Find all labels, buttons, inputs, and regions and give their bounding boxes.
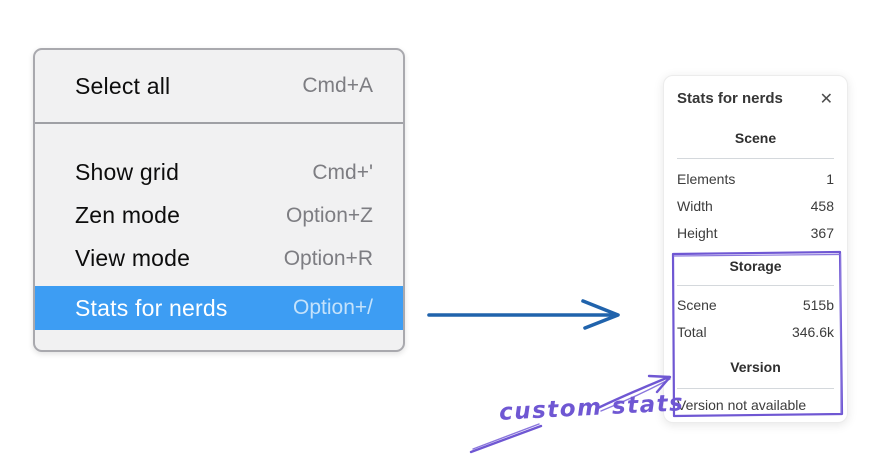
stats-panel-title: Stats for nerds	[677, 90, 783, 107]
stat-row-scene-storage: Scene 515b	[677, 291, 834, 318]
stat-row-width: Width 458	[677, 192, 834, 219]
menu-item-shortcut: Cmd+'	[312, 160, 373, 184]
scene-section-rows: Elements 1 Width 458 Height 367	[677, 165, 834, 246]
menu-item-select-all[interactable]: Select all Cmd+A	[35, 50, 403, 122]
close-icon[interactable]: ✕	[819, 88, 833, 108]
context-menu: Select all Cmd+A Show grid Cmd+' Zen mod…	[33, 48, 405, 352]
menu-item-label: View mode	[75, 245, 191, 271]
stat-value: 515b	[802, 296, 834, 313]
menu-item-shortcut: Option+R	[283, 246, 373, 270]
stats-panel: Stats for nerds ✕ Scene Elements 1 Width…	[663, 75, 848, 423]
stat-label: Elements	[677, 170, 736, 187]
stat-value: 458	[810, 197, 834, 214]
stat-label: Height	[677, 224, 718, 241]
section-divider	[677, 388, 834, 389]
menu-divider	[35, 122, 403, 124]
stat-value: 367	[810, 224, 834, 241]
stat-value: 1	[826, 170, 834, 187]
menu-item-stats-for-nerds[interactable]: Stats for nerds Option+/	[35, 286, 403, 330]
storage-section-header: Storage	[729, 258, 782, 274]
stat-value: 346.6k	[791, 323, 834, 340]
menu-item-zen-mode[interactable]: Zen mode Option+Z	[35, 194, 403, 237]
stat-label: Total	[677, 323, 707, 340]
stat-row-total-storage: Total 346.6k	[677, 318, 834, 345]
version-section-header: Version	[730, 359, 781, 375]
menu-item-label: Stats for nerds	[75, 294, 228, 321]
menu-item-label: Select all	[75, 72, 171, 99]
stat-label: Scene	[677, 296, 717, 313]
section-divider	[677, 285, 834, 286]
annotation-label: custom stats	[498, 390, 685, 426]
stat-label: Width	[677, 197, 713, 214]
menu-item-show-grid[interactable]: Show grid Cmd+'	[35, 151, 403, 194]
menu-item-label: Zen mode	[75, 202, 181, 228]
version-note: Version not available	[677, 397, 807, 413]
stats-panel-header: Stats for nerds ✕	[677, 88, 834, 109]
stat-row-height: Height 367	[677, 219, 834, 246]
storage-section-rows: Scene 515b Total 346.6k	[677, 291, 834, 345]
menu-item-shortcut: Option+Z	[286, 203, 373, 227]
menu-item-view-mode[interactable]: View mode Option+R	[35, 237, 403, 280]
menu-item-shortcut: Cmd+A	[302, 74, 373, 97]
stat-row-elements: Elements 1	[677, 165, 834, 192]
menu-section: Show grid Cmd+' Zen mode Option+Z View m…	[35, 124, 403, 330]
menu-item-label: Show grid	[75, 159, 180, 185]
menu-item-shortcut: Option+/	[293, 296, 373, 319]
pointer-arrow	[427, 299, 620, 330]
section-divider	[677, 158, 834, 159]
scene-section-header: Scene	[734, 130, 777, 146]
